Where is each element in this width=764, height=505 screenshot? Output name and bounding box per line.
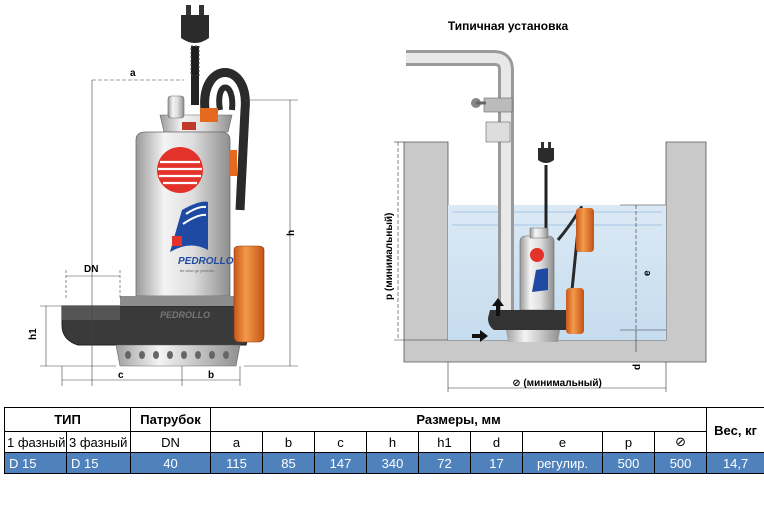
dim-c-label: c	[118, 370, 124, 381]
dim-a-label: a	[130, 68, 136, 79]
table-cell: регулир.	[522, 452, 604, 474]
table-cell: D 15	[65, 452, 132, 474]
table-cell: 85	[262, 452, 316, 474]
table-row: D 15 D 15 40 115 85 147 340 72 17 регули…	[4, 452, 764, 474]
subheader-cell: c	[314, 431, 368, 453]
subheader-cell: b	[262, 431, 316, 453]
subheader-cell: ⊘	[654, 431, 708, 453]
header-dimensions: Размеры, мм	[210, 407, 708, 432]
subheader-cell: DN	[130, 431, 212, 453]
inflow-arrow-icon	[472, 330, 488, 342]
dim-b-label: b	[208, 370, 214, 381]
installation-plug-icon	[538, 142, 554, 163]
table-cell: 115	[210, 452, 264, 474]
table-cell: 147	[314, 452, 368, 474]
svg-text:PEDROLLO: PEDROLLO	[160, 310, 210, 320]
table-cell: 14,7	[706, 452, 764, 474]
dim-h-label: h	[286, 230, 297, 236]
table-cell: 500	[602, 452, 656, 474]
dim-p-label: p (минимальный)	[384, 213, 395, 300]
table-cell: 17	[470, 452, 524, 474]
pump-drawing: PEDROLLO be wise go pedrollo PEDROLLO	[28, 5, 707, 392]
subheader-cell: a	[210, 431, 264, 453]
brand-logo-text: PEDROLLO	[178, 256, 234, 267]
table-cell: D 15	[4, 452, 67, 474]
subheader-cell: h	[366, 431, 420, 453]
table-cell: 500	[654, 452, 708, 474]
subheader-cell: p	[602, 431, 656, 453]
subheader-cell: h1	[418, 431, 472, 453]
pump-dimension-drawing: PEDROLLO be wise go pedrollo PEDROLLO	[28, 5, 298, 386]
table-subheader-row: 1 фазный 3 фазный DN a b c h h1 d e p ⊘	[4, 431, 764, 453]
header-nozzle: Патрубок	[130, 407, 212, 432]
outflow-arrow-icon	[492, 298, 504, 316]
header-type: ТИП	[3, 407, 132, 432]
installation-title: Типичная установка	[448, 19, 569, 33]
table-cell: 340	[366, 452, 420, 474]
table-header-row: ТИП Патрубок Размеры, мм Вес, кг	[3, 407, 764, 453]
subheader-cell: 3 фазный	[65, 431, 132, 453]
brand-slogan-text: be wise go pedrollo	[180, 268, 215, 273]
table-cell: 40	[130, 452, 212, 474]
subheader-cell: 1 фазный	[4, 431, 67, 453]
dim-e-label: e	[642, 270, 653, 276]
power-plug-icon	[181, 5, 209, 77]
header-weight: Вес, кг	[706, 407, 764, 453]
dim-d-label: d	[632, 364, 643, 370]
dim-min-width-label: ⊘ (минимальный)	[512, 378, 602, 389]
spec-table: ТИП Патрубок Размеры, мм Вес, кг 1 фазны…	[3, 407, 764, 474]
subheader-cell: e	[522, 431, 604, 453]
typical-installation-drawing: Типичная установка	[384, 19, 707, 392]
dim-dn-label: DN	[84, 264, 98, 275]
table-cell: 72	[418, 452, 472, 474]
subheader-cell: d	[470, 431, 524, 453]
dim-h1-label: h1	[28, 328, 39, 340]
